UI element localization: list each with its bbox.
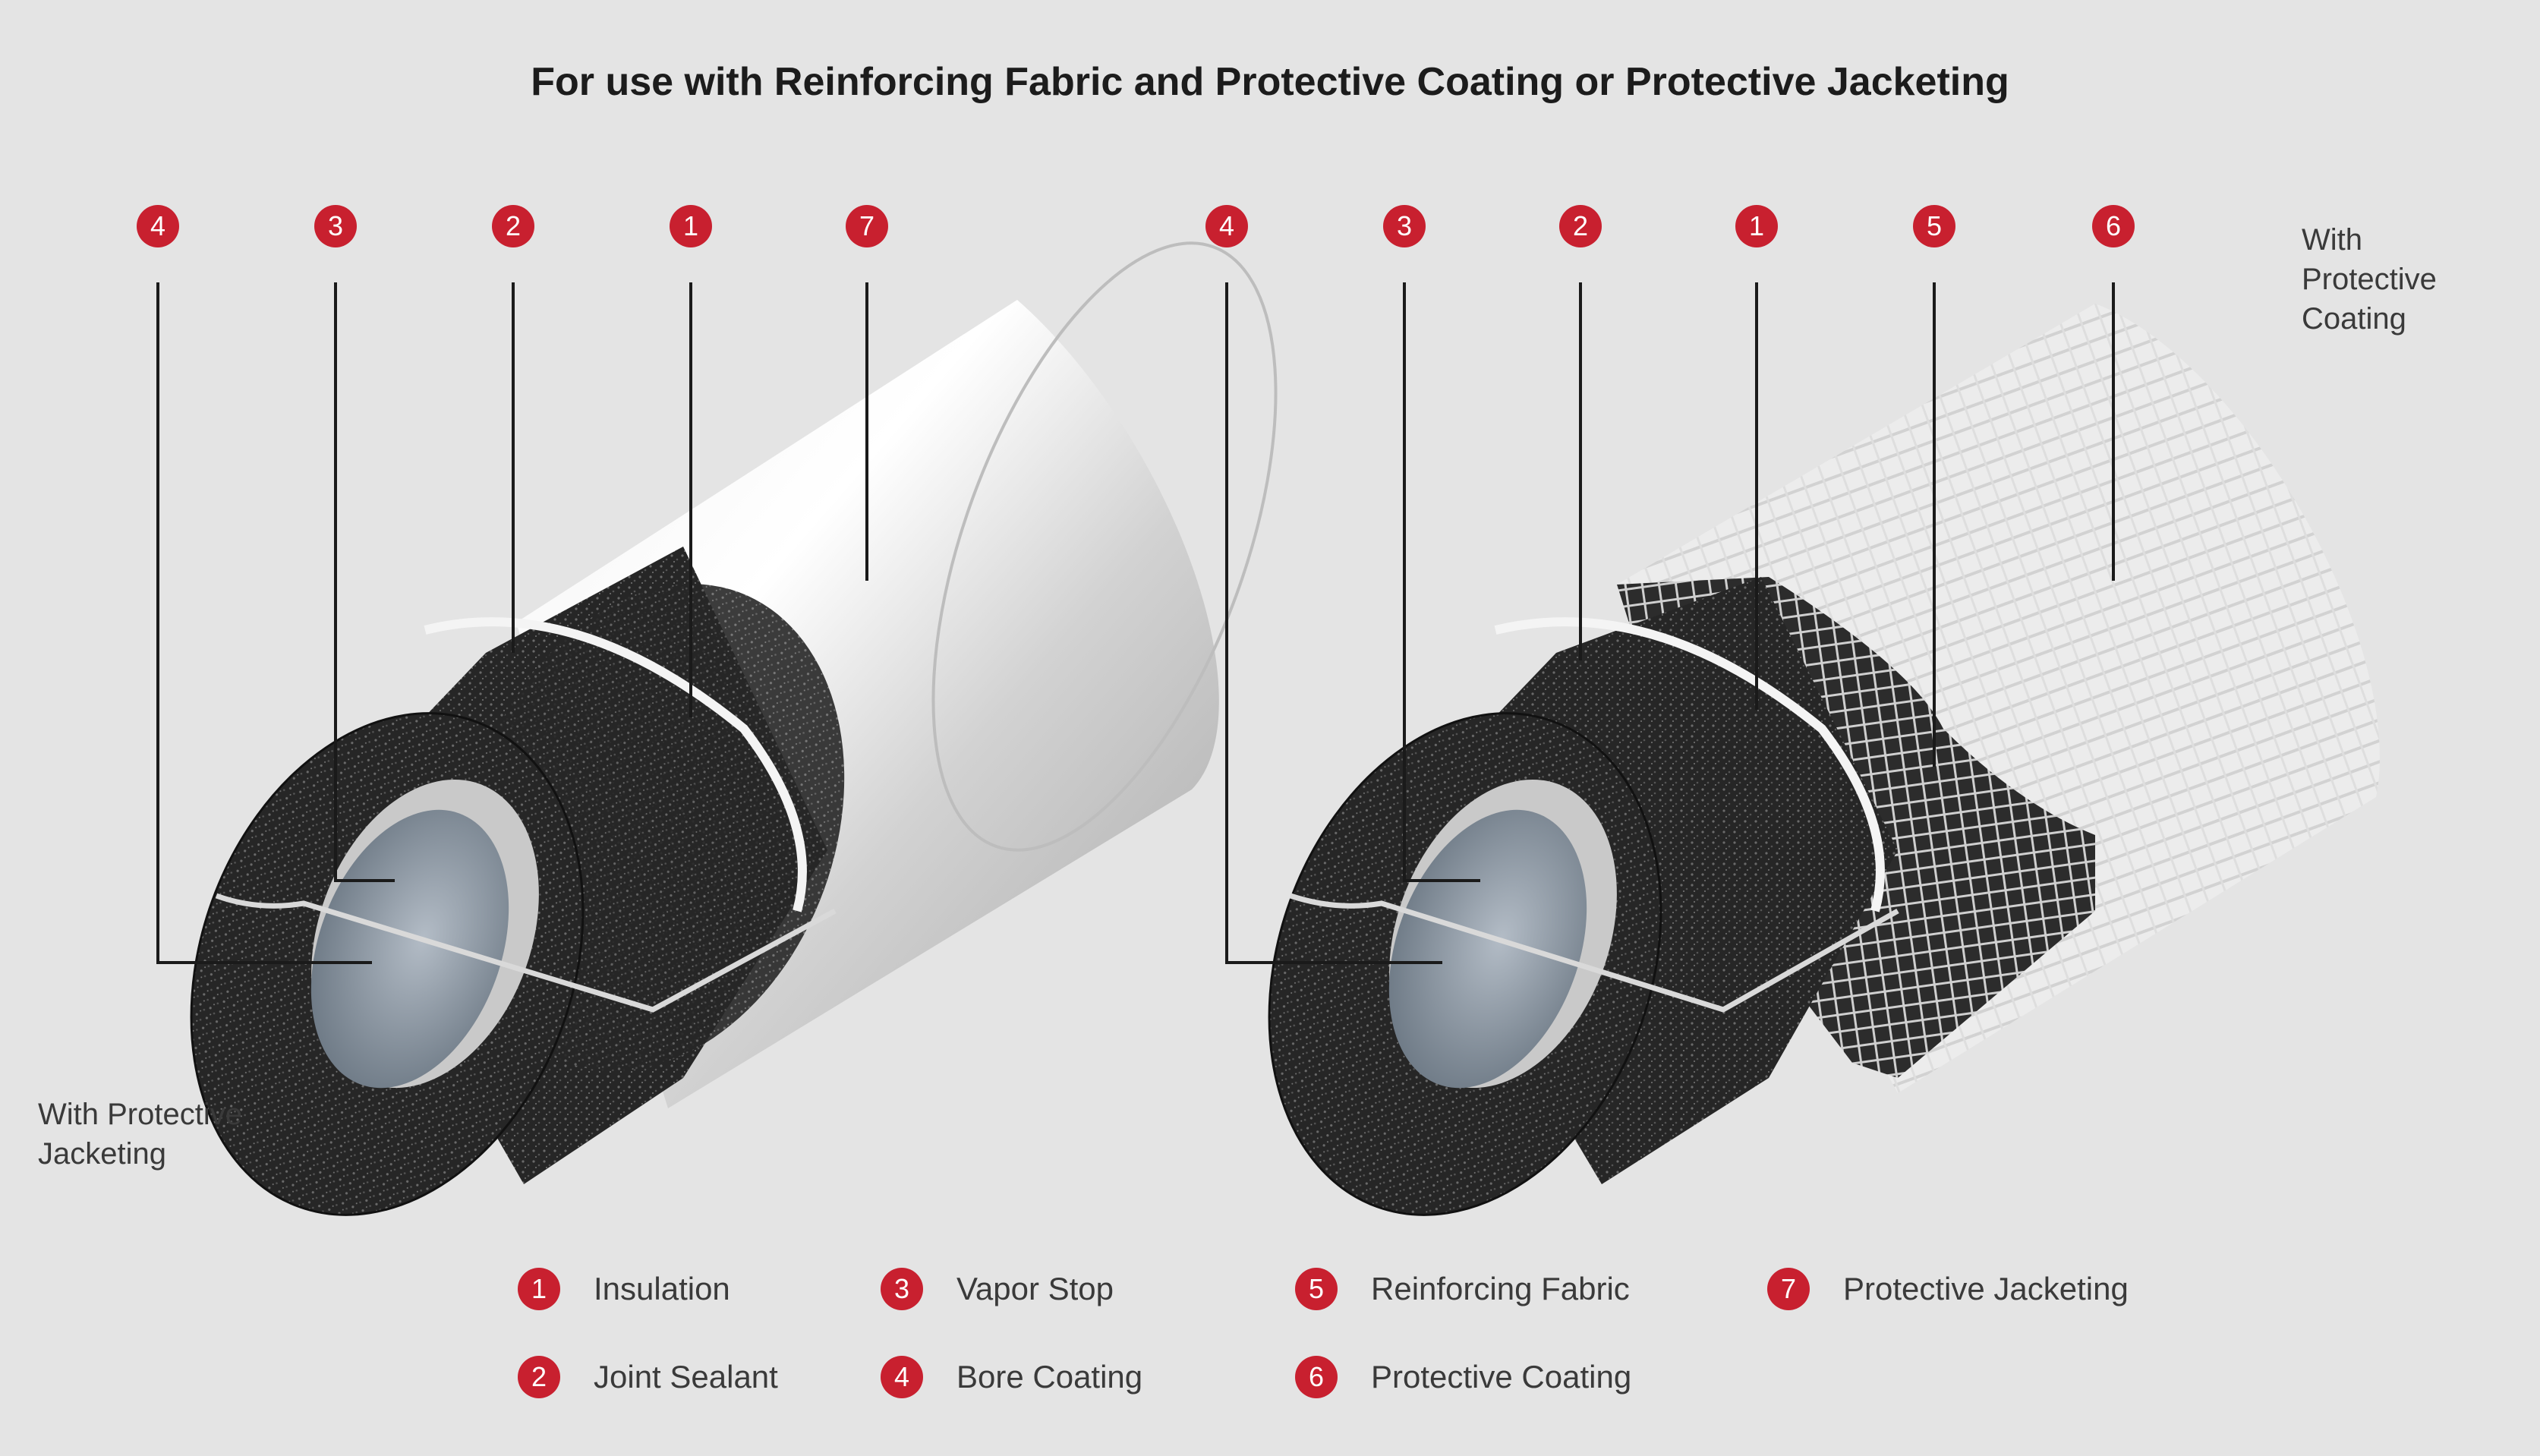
legend-text: Vapor Stop	[956, 1271, 1114, 1306]
legend-text: Reinforcing Fabric	[1371, 1271, 1630, 1306]
legend-badge: 5	[1295, 1268, 1338, 1310]
legend-item: 2 Joint Sealant	[518, 1354, 778, 1400]
legend-badge: 7	[1767, 1268, 1810, 1310]
legend-item: 4 Bore Coating	[881, 1354, 1142, 1400]
legend-badge: 1	[518, 1268, 560, 1310]
callout-badge: 2	[492, 205, 534, 247]
legend-text: Insulation	[594, 1271, 730, 1306]
legend-badge: 3	[881, 1268, 923, 1310]
legend-badge: 4	[881, 1356, 923, 1398]
legend-text: Protective Coating	[1371, 1359, 1632, 1395]
callout-badge: 1	[1735, 205, 1778, 247]
left-figure-label: With Protective Jacketing	[38, 1098, 242, 1171]
callout-badge: 2	[1559, 205, 1602, 247]
legend-item: 3 Vapor Stop	[881, 1266, 1114, 1312]
callout-badge: 1	[670, 205, 712, 247]
legend-item: 7 Protective Jacketing	[1767, 1266, 2129, 1312]
legend-text: Protective Jacketing	[1843, 1271, 2129, 1306]
legend-item: 6 Protective Coating	[1295, 1354, 1631, 1400]
legend-badge: 2	[518, 1356, 560, 1398]
legend-item: 5 Reinforcing Fabric	[1295, 1266, 1630, 1312]
callout-badge: 6	[2092, 205, 2135, 247]
right-figure-label: With Protective Coating	[2302, 223, 2437, 336]
callout-badge: 7	[846, 205, 888, 247]
legend-text: Bore Coating	[956, 1359, 1143, 1395]
callout-badge: 3	[1383, 205, 1426, 247]
callout-badge: 3	[314, 205, 357, 247]
diagram-title: For use with Reinforcing Fabric and Prot…	[531, 60, 2009, 104]
right-pipe	[1268, 304, 2380, 1216]
callout-badge: 4	[137, 205, 179, 247]
legend-text: Joint Sealant	[594, 1359, 778, 1395]
callout-badge: 5	[1913, 205, 1955, 247]
left-pipe	[190, 241, 1278, 1216]
callout-badge: 4	[1205, 205, 1248, 247]
legend-item: 1 Insulation	[518, 1266, 730, 1312]
legend-badge: 6	[1295, 1356, 1338, 1398]
leader-lines	[156, 282, 2115, 964]
